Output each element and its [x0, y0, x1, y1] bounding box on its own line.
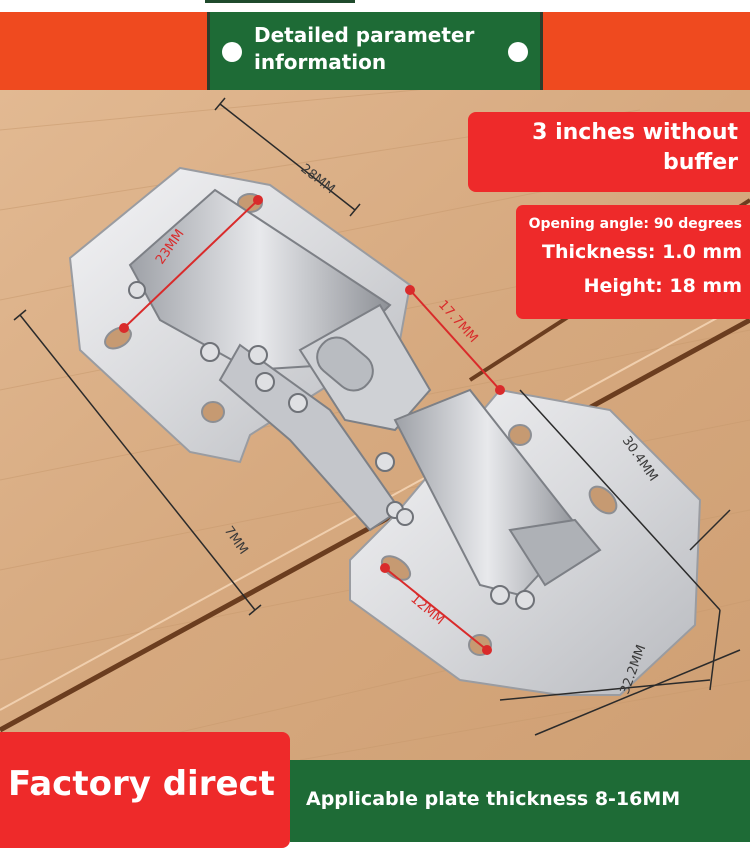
- factory-direct-text: Factory direct: [8, 764, 275, 804]
- model-badge-line1: 3 inches without: [532, 120, 738, 145]
- header-panel: Detailed parameter information: [207, 12, 543, 90]
- right-lower-slot: [380, 555, 412, 581]
- right-top-hole: [508, 424, 532, 446]
- dimension-lines: [13, 97, 741, 736]
- model-badge-line2: buffer: [662, 150, 738, 175]
- header-dot-left-icon: [222, 42, 242, 62]
- spring-cylinder: [316, 336, 374, 392]
- right-slot-hole: [588, 485, 618, 515]
- bottom-strip: [290, 842, 750, 848]
- header-title: Detailed parameter information: [254, 23, 475, 74]
- spec-opening-angle: Opening angle: 90 degrees: [528, 216, 742, 232]
- spec-height: Height: 18 mm: [583, 275, 742, 297]
- header-dot-right-icon: [508, 42, 528, 62]
- footer-red-banner: Factory direct: [0, 732, 290, 848]
- left-round-hole: [201, 401, 225, 423]
- top-strip-accent: [205, 0, 355, 3]
- plate-thickness-text: Applicable plate thickness 8-16MM: [306, 788, 681, 810]
- spec-thickness: Thickness: 1.0 mm: [541, 241, 742, 263]
- rivets: [128, 281, 535, 610]
- red-dimension-lines: [119, 195, 505, 655]
- hinge-illustration: 28MM 23MM 17.7MM 30.4MM 7MM 12MM 32.2MM: [0, 90, 750, 760]
- model-badge: 3 inches without buffer: [468, 112, 750, 192]
- footer-green-banner: Applicable plate thickness 8-16MM: [290, 760, 750, 842]
- product-photo: 28MM 23MM 17.7MM 30.4MM 7MM 12MM 32.2MM: [0, 90, 750, 760]
- lower-arm-end: [508, 518, 602, 587]
- top-strip: [0, 0, 750, 12]
- specs-badge: Opening angle: 90 degrees Thickness: 1.0…: [516, 205, 750, 319]
